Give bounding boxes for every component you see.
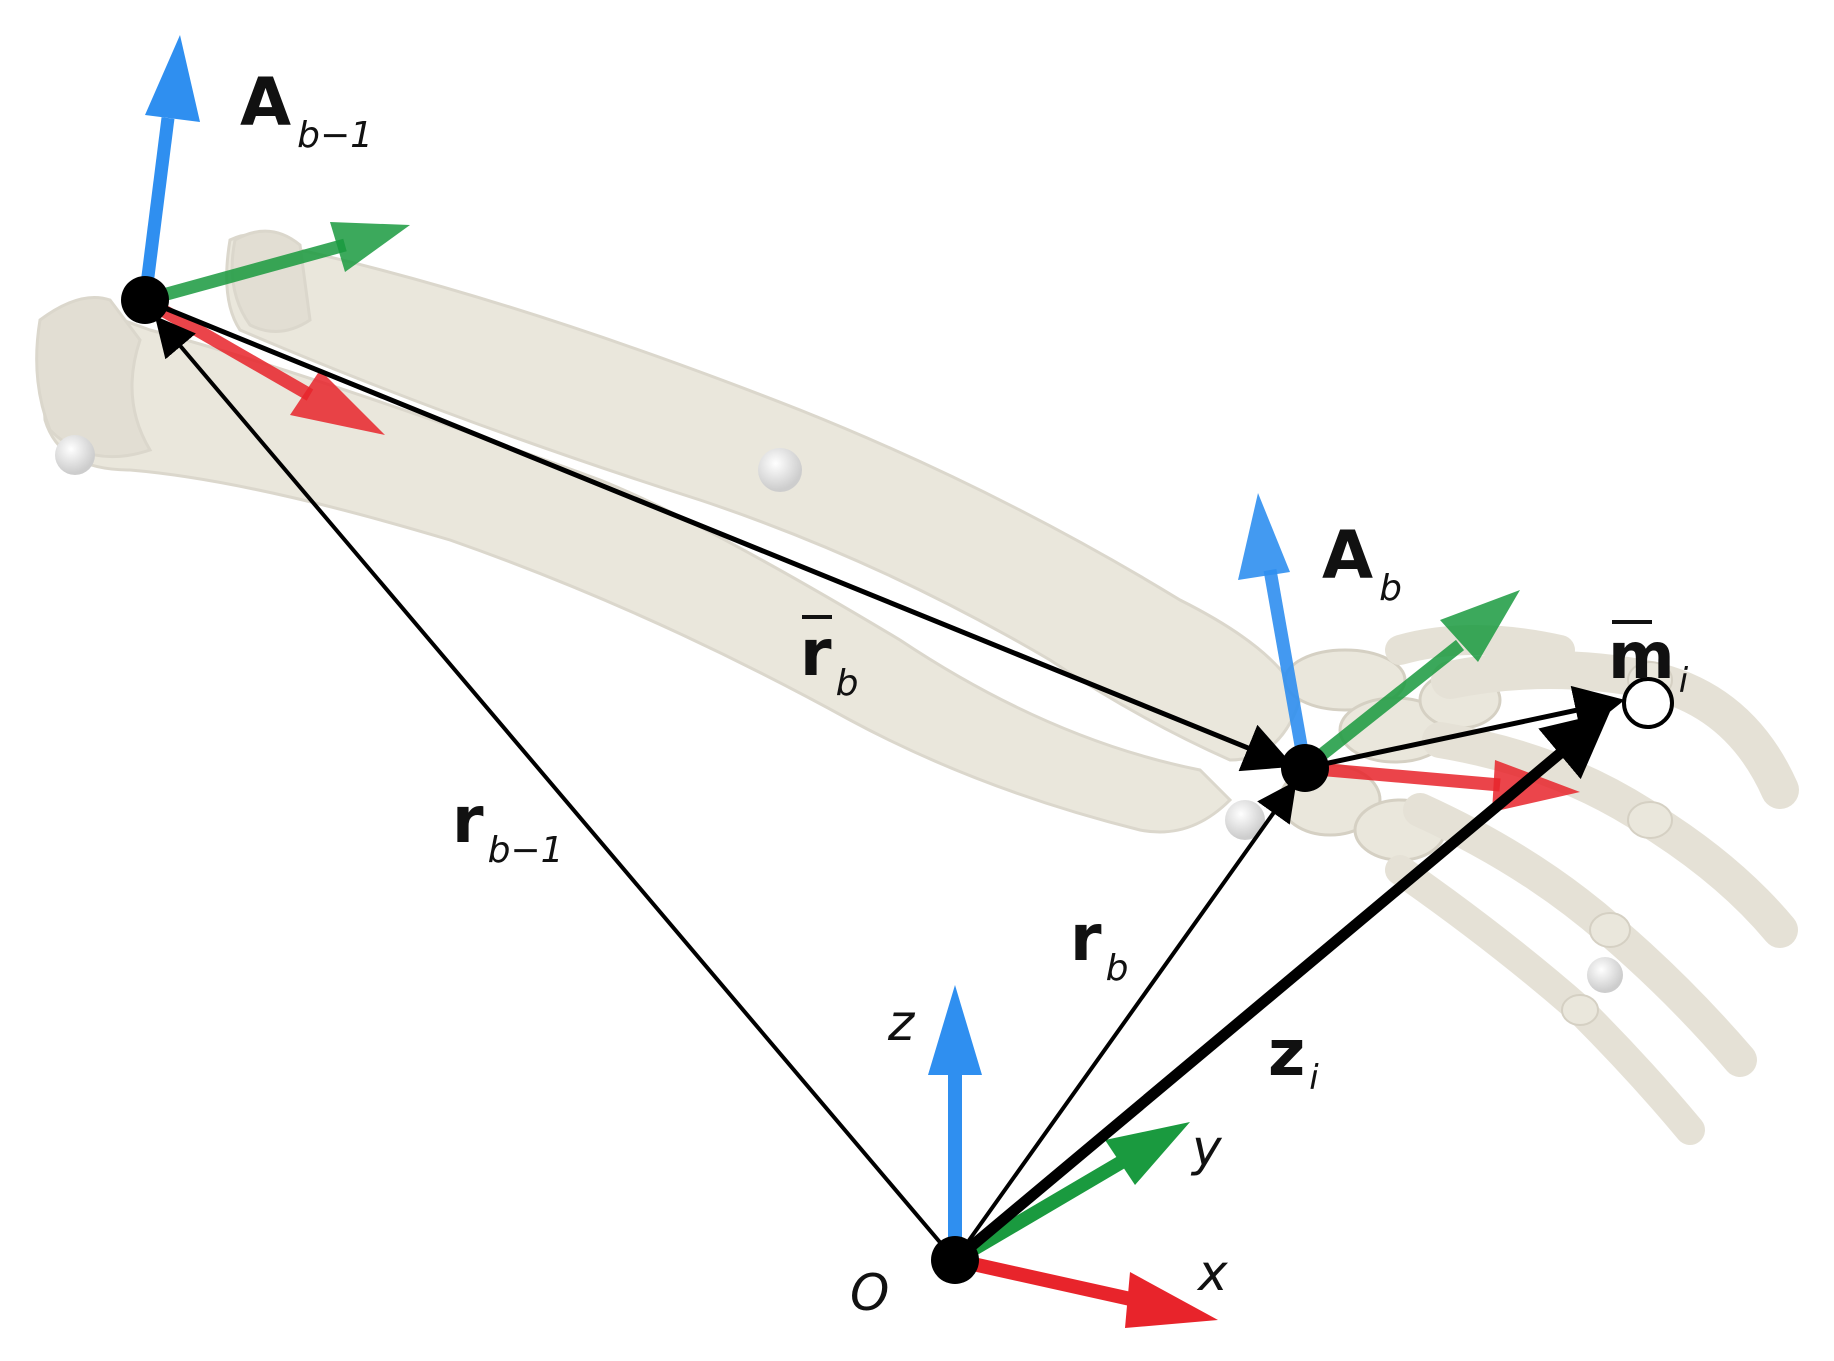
- vector-z-i: [951, 711, 1611, 1265]
- joint-point-b: [1281, 744, 1329, 792]
- forearm-skeleton: [35, 229, 1799, 1145]
- axis-y-arrowhead: [1105, 1122, 1190, 1185]
- label-axis-z: z: [887, 994, 916, 1052]
- marker-m-i: [1622, 677, 1674, 729]
- origin-point: [931, 1236, 979, 1284]
- frame-a-prev: [138, 35, 410, 435]
- skin-marker: [1587, 957, 1623, 993]
- vector-r-b: [953, 780, 1297, 1262]
- skin-marker: [1225, 800, 1265, 840]
- olecranon: [35, 296, 153, 459]
- label-axis-x: x: [1196, 1244, 1228, 1302]
- skin-marker: [758, 448, 802, 492]
- svg-text:rb: rb: [800, 617, 858, 704]
- axis-y-arrowhead: [1440, 590, 1520, 662]
- vector-r-b-minus-1: [154, 315, 957, 1262]
- joint-point-prev: [121, 276, 169, 324]
- skin-marker: [55, 435, 95, 475]
- position-vectors: [144, 297, 1625, 1265]
- label-origin: O: [850, 1264, 889, 1322]
- vector-r-bar-b: [144, 297, 1295, 772]
- axis-z-arrowhead: [145, 35, 200, 122]
- global-frame: [928, 985, 1218, 1328]
- axis-z-arrowhead: [1238, 493, 1290, 580]
- axis-x-arrowhead: [290, 370, 385, 435]
- svg-text:mi: mi: [1608, 620, 1689, 701]
- radial-head: [230, 229, 312, 333]
- axis-z-arrowhead: [928, 985, 982, 1075]
- label-axis-y: y: [1190, 1119, 1223, 1177]
- axis-x-arrowhead: [1125, 1272, 1218, 1328]
- axis-y-arrowhead: [330, 222, 410, 272]
- ulna-bone: [38, 306, 1233, 834]
- vector-wrist-to-marker: [1304, 685, 1625, 771]
